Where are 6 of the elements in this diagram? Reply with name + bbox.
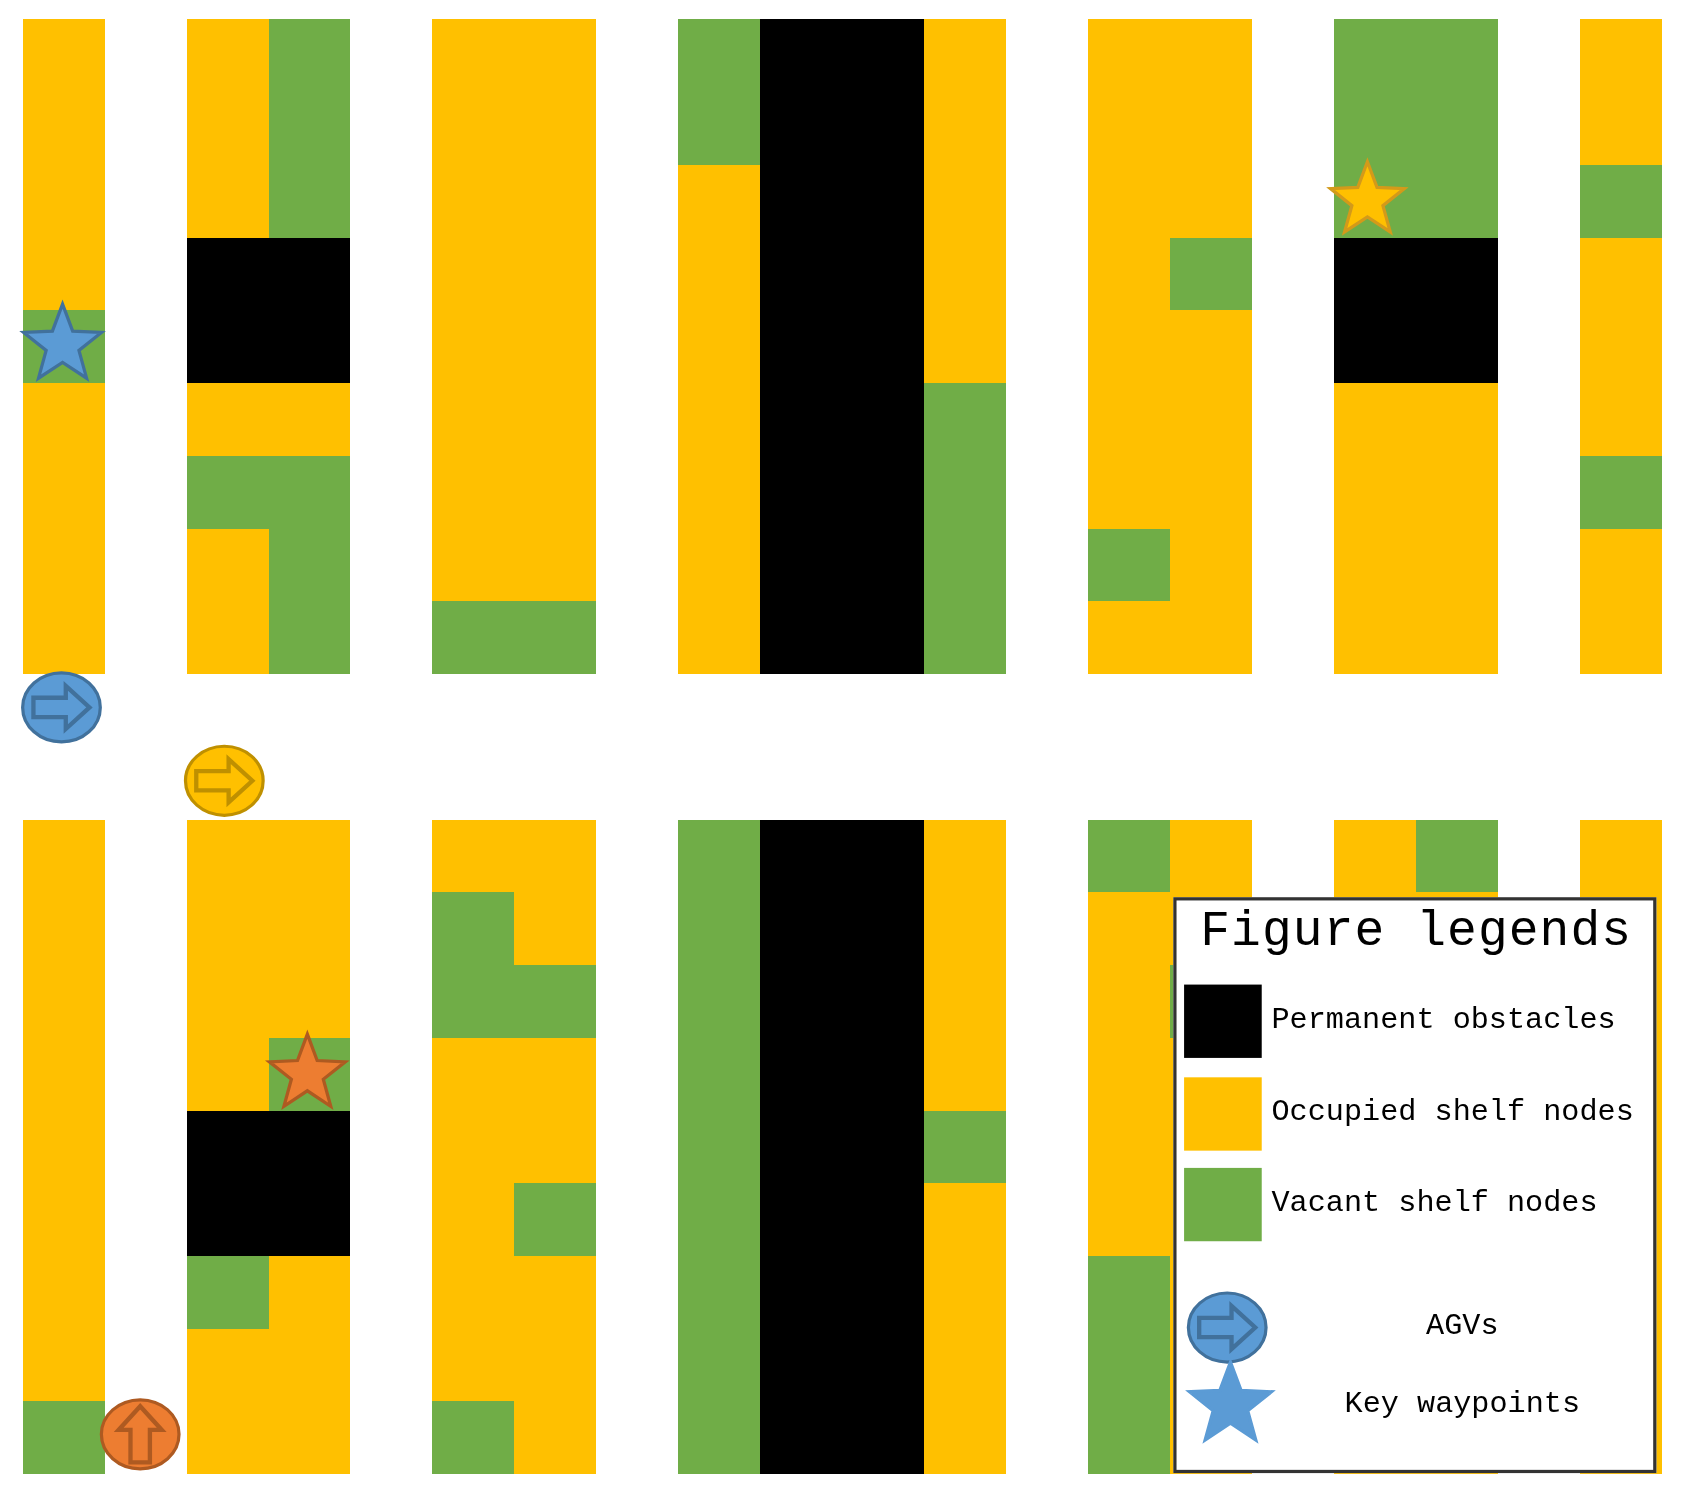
- legend-text: Key waypoints: [1343, 1389, 1582, 1420]
- legend-text: AGVs: [1425, 1311, 1500, 1342]
- legend-text: Vacant shelf nodes: [1271, 1188, 1598, 1219]
- legend-title: Figure legends: [1200, 906, 1633, 957]
- legend-text: Occupied shelf nodes: [1271, 1097, 1634, 1128]
- legend-text: Permanent obstacles: [1271, 1005, 1616, 1036]
